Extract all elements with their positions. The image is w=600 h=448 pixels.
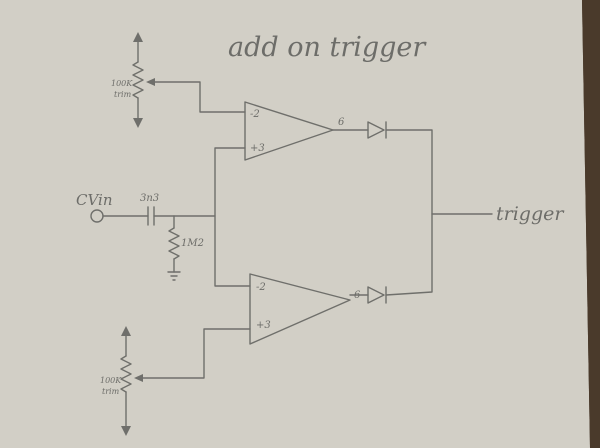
bottom-pot-resistor — [120, 355, 132, 393]
bottom-trim-pot: 100K trim — [100, 326, 143, 436]
top-opamp-body — [244, 101, 334, 161]
cv-input-label: CVin — [76, 191, 113, 209]
bottom-pot-ground-arrow — [121, 426, 131, 436]
bottom-opamp-pin-minus: -2 — [256, 282, 266, 293]
top-opamp: -2 +3 6 — [244, 101, 345, 161]
top-pot-supply-arrow — [133, 32, 143, 42]
wiring — [102, 81, 493, 379]
bottom-pot-type: trim — [102, 387, 120, 396]
top-pot-resistor — [132, 61, 144, 99]
table-edge — [582, 0, 600, 448]
top-pot-wiper-arrow — [146, 78, 155, 86]
output-label: trigger — [496, 203, 565, 225]
top-opamp-pin-out: 6 — [338, 117, 345, 128]
top-pot-ground-arrow — [133, 118, 143, 128]
top-opamp-pin-minus: -2 — [250, 109, 260, 120]
top-trim-pot: 100K trim — [111, 32, 155, 128]
top-opamp-pin-plus: +3 — [250, 143, 265, 154]
bottom-pot-supply-arrow — [121, 326, 131, 336]
capacitor-value: 3n3 — [140, 193, 159, 204]
bottom-pot-value: 100K — [100, 376, 122, 385]
pulldown-resistor-zigzag — [168, 227, 180, 260]
top-pot-type: trim — [114, 90, 132, 99]
diagram-title: add on trigger — [228, 32, 427, 63]
bottom-opamp-pin-plus: +3 — [256, 320, 271, 331]
bottom-opamp-body — [249, 273, 351, 345]
bottom-pot-wiper-arrow — [134, 374, 143, 382]
top-pot-value: 100K — [111, 79, 133, 88]
resistor-value: 1M2 — [181, 238, 204, 249]
